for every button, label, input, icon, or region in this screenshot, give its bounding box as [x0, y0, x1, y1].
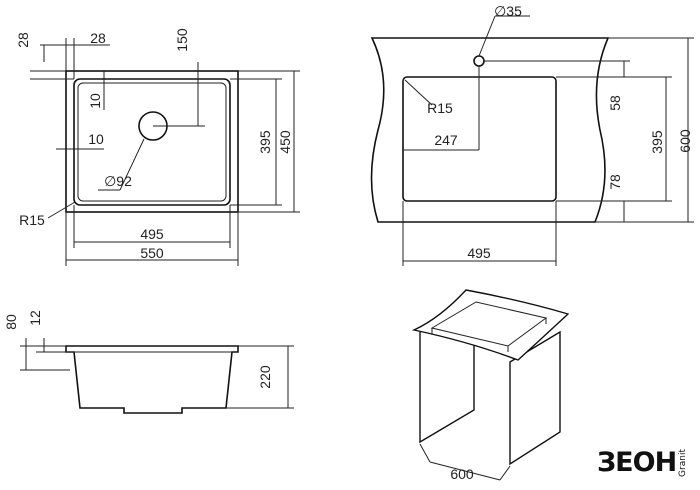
dim-tap-hole: ∅35 [494, 3, 522, 19]
top-view: 28 28 150 10 10 395 450 ∅92 R15 495 550 [15, 28, 300, 266]
countertop-slab [411, 289, 570, 361]
brand-suffix: Granit [678, 449, 689, 477]
brand-name: ЗЕОН [597, 447, 677, 479]
dim-drain-offset: 150 [174, 28, 190, 52]
dim-bowl-width: 495 [467, 245, 491, 261]
dim-outer-width: 550 [140, 245, 164, 261]
dim-inner-width: 495 [140, 226, 164, 242]
cabinet-view: 600 [411, 289, 570, 482]
dim-inner-height: 395 [257, 130, 273, 154]
brand-logo: ЗЕОН Granit [597, 449, 688, 477]
countertop-outline [370, 37, 610, 223]
dim-outer-height: 450 [277, 130, 293, 154]
dim-drain-diameter: ∅92 [104, 173, 132, 189]
dim-cabinet-depth: 600 [677, 129, 693, 153]
dim-cabinet-width: 600 [450, 466, 474, 482]
sink-bowl-outline [73, 78, 231, 206]
dim-center-offset: 247 [434, 132, 458, 148]
cutout-view: ∅35 R15 247 58 395 600 78 495 [370, 3, 694, 266]
dim-bowl-depth: 220 [257, 365, 273, 389]
sink-outer-outline [65, 70, 239, 213]
dim-rim-thickness: 12 [27, 310, 43, 326]
dim-top-margin: 58 [607, 95, 623, 111]
tap-hole [473, 55, 485, 67]
dim-top-offset: 28 [90, 30, 106, 46]
dim-bottom-margin: 78 [607, 174, 623, 190]
dim-rim-left: 10 [88, 131, 104, 147]
dim-rim-top: 10 [87, 93, 103, 109]
cabinet-right-panel [509, 330, 561, 466]
dim-bowl-height: 395 [649, 130, 665, 154]
sink-side-profile [65, 345, 239, 414]
dim-total-depth: 80 [3, 314, 19, 330]
dim-corner-radius: R15 [19, 212, 45, 228]
dim-corner-radius: R15 [427, 100, 453, 116]
dim-left-offset: 28 [15, 32, 31, 48]
side-view: 80 12 220 [3, 310, 294, 414]
sink-bowl-inner-outline [77, 82, 227, 202]
